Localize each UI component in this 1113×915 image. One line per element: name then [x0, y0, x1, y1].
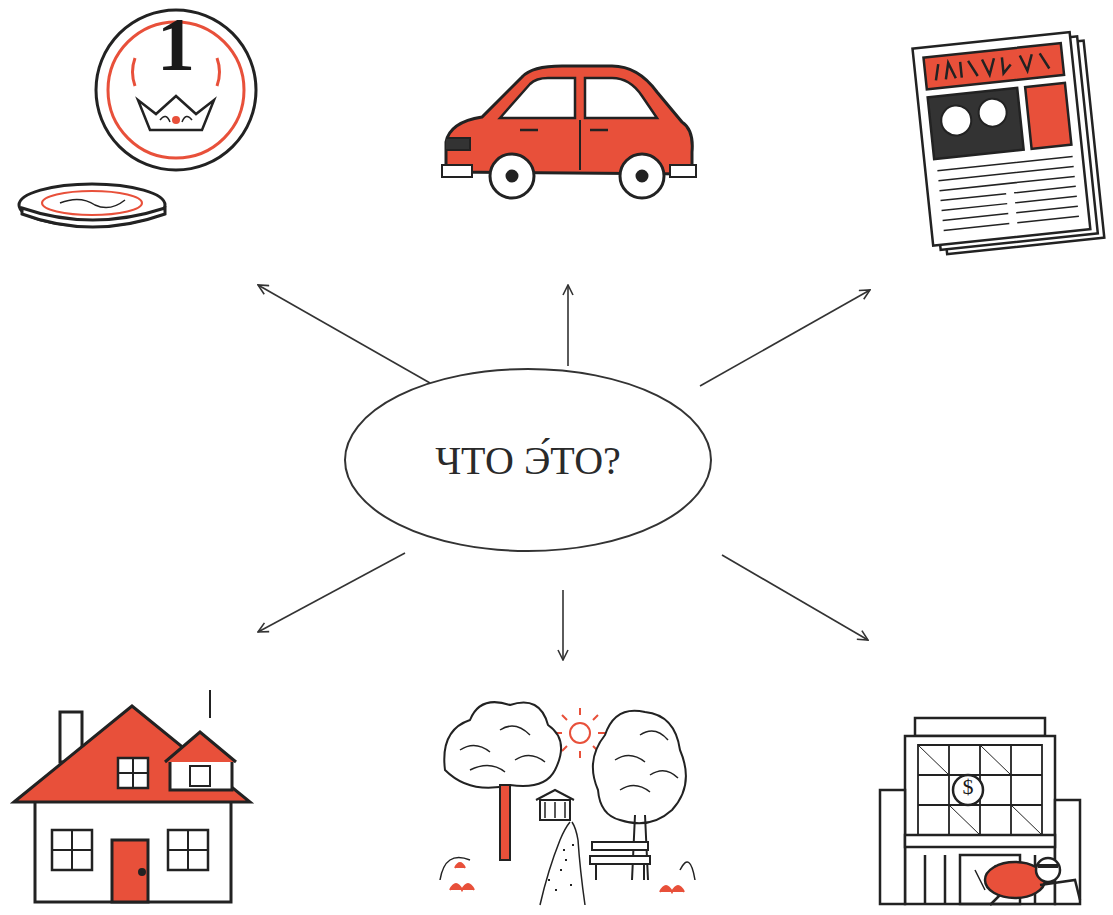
- car-picture: [442, 66, 696, 198]
- house-roof: [14, 706, 250, 802]
- bank-top: [915, 718, 1045, 736]
- car-bumper: [670, 165, 696, 177]
- coin-engraving: [60, 199, 125, 207]
- newspaper-sidebar: [1025, 83, 1071, 149]
- newspaper-page: [912, 32, 1090, 245]
- pointer-arrow: [258, 553, 405, 632]
- newspaper-masthead: [923, 43, 1064, 89]
- robber-head: [1036, 858, 1060, 882]
- tree-crown: [444, 702, 561, 788]
- question-ellipse: ЧТО Э́ТО?: [343, 367, 713, 553]
- tree-trunk: [500, 785, 510, 860]
- window-frame: [168, 830, 208, 870]
- coin-edge: [22, 208, 165, 227]
- car-handle: [520, 129, 538, 132]
- currency-symbol: $: [955, 776, 981, 798]
- door-knob: [140, 870, 145, 875]
- park-picture: [440, 702, 695, 905]
- bank-building: [905, 736, 1055, 904]
- coin-ring: [42, 191, 142, 215]
- question-text: ЧТО Э́ТО?: [435, 437, 621, 484]
- coin-arc: [217, 58, 220, 86]
- photo-face: [977, 97, 1008, 128]
- house-window: [190, 766, 210, 786]
- car-window: [500, 78, 575, 118]
- house-door: [112, 840, 148, 902]
- coin-picture: [19, 10, 256, 227]
- bench-legs: [596, 864, 644, 880]
- car-handle: [590, 129, 608, 132]
- window-frame: [118, 758, 148, 788]
- park-path: [540, 822, 585, 905]
- house-wall: [35, 790, 231, 902]
- dormer-roof: [165, 732, 236, 762]
- pavilion: [540, 800, 570, 820]
- pointer-arrow: [562, 590, 564, 660]
- bench-seat: [590, 856, 650, 864]
- car-hub: [507, 171, 517, 181]
- window-frame: [52, 830, 92, 870]
- tree-trunk: [500, 785, 510, 860]
- path-gravel: [548, 845, 574, 890]
- coin-numeral: 1: [140, 6, 212, 82]
- tree-crown: [593, 711, 686, 824]
- pavilion-roof: [536, 790, 574, 800]
- car-wheel: [490, 154, 534, 198]
- pointer-arrow: [567, 285, 569, 366]
- flower-bed: [450, 863, 684, 892]
- bank-picture: [880, 718, 1080, 905]
- house-window: [118, 758, 148, 788]
- glass-shine: [918, 745, 1042, 835]
- robber-limbs: [990, 880, 1080, 905]
- house-picture: [14, 690, 250, 902]
- masthead-lettering: [934, 53, 1049, 81]
- ellipse-shape: [345, 369, 711, 551]
- arrow-group: [258, 285, 870, 660]
- house-window: [168, 830, 208, 870]
- pavilion-columns: [545, 802, 565, 818]
- robber-mask: [1038, 864, 1058, 868]
- park-bushes: [440, 858, 695, 881]
- car-window: [585, 78, 657, 118]
- bank-sign: [905, 835, 1055, 847]
- car-hub: [637, 171, 647, 181]
- car-wheel: [620, 154, 664, 198]
- car-light: [446, 138, 470, 150]
- foliage-detail: [615, 731, 678, 792]
- crown-detail: [160, 116, 192, 122]
- side-wing: [880, 790, 905, 904]
- house-antenna: [209, 690, 211, 718]
- sun-symbol: [570, 723, 590, 743]
- crown-symbol: [138, 96, 214, 130]
- pointer-arrow: [258, 285, 430, 383]
- house-window: [52, 830, 92, 870]
- coin-arc: [133, 58, 136, 86]
- pointer-arrow: [700, 290, 870, 386]
- car-door-line: [579, 120, 581, 170]
- crown-jewel: [172, 116, 180, 124]
- dollar-sign-badge: [953, 775, 983, 805]
- newspaper-photo: [928, 88, 1024, 159]
- newspaper-columns: [937, 157, 1079, 231]
- bench-back: [592, 842, 648, 850]
- flat-coin: [19, 184, 165, 226]
- pointer-arrow: [722, 555, 868, 640]
- newspaper-picture: [912, 31, 1104, 256]
- bank-windows: [918, 745, 1042, 835]
- foliage-detail: [460, 726, 545, 772]
- car-bumper: [442, 165, 472, 177]
- photo-face: [940, 104, 973, 137]
